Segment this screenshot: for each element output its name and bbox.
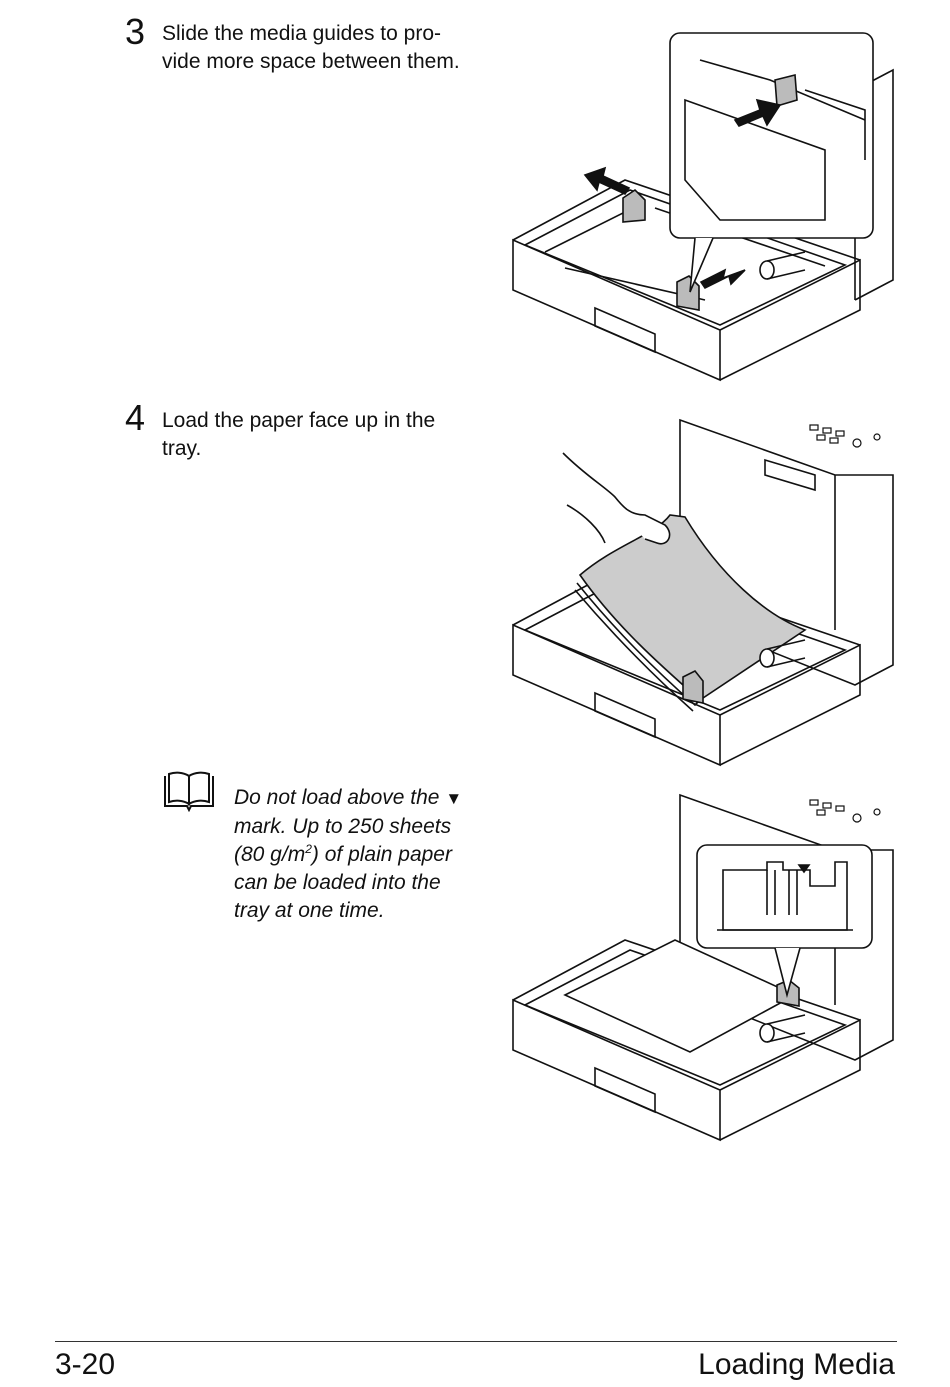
step-4-number: 4	[125, 397, 146, 438]
step-3-number: 3	[125, 11, 146, 52]
load-limit-mark: ▼	[445, 789, 463, 808]
note-line-2: mark. Up to 250 sheets	[234, 815, 452, 838]
note-line-4: can be loaded into the	[234, 871, 441, 894]
note-line-5: tray at one time.	[234, 899, 385, 922]
step-4-text-line1: Load the paper face up in the	[162, 409, 436, 432]
load-paper-illustration	[512, 418, 894, 767]
section-title: Loading Media	[698, 1348, 895, 1381]
footer-rule	[55, 1341, 897, 1342]
open-book-icon	[164, 771, 214, 812]
note-text: Do not load above the ▼ mark. Up to 250 …	[234, 784, 504, 925]
note-line-1-text: Do not load above the	[234, 786, 440, 809]
page-number: 3-20	[55, 1348, 116, 1381]
note-line-3-a: (80 g/m	[234, 843, 306, 866]
step-3-text: Slide the media guides to pro- vide more…	[162, 20, 502, 76]
step-4-text: Load the paper face up in the tray.	[162, 407, 502, 463]
step-4-text-line2: tray.	[162, 437, 202, 460]
media-guides-illustration	[512, 32, 894, 382]
max-mark-illustration	[512, 793, 894, 1142]
note-line-1: Do not load above the ▼	[234, 784, 504, 813]
step-3-text-line1: Slide the media guides to pro-	[162, 22, 441, 45]
note-line-3-b: ) of plain paper	[311, 843, 452, 866]
step-3-text-line2: vide more space between them.	[162, 50, 460, 73]
note-line-3-sup: 2	[305, 842, 312, 856]
note-line-3: (80 g/m2) of plain paper	[234, 841, 504, 869]
